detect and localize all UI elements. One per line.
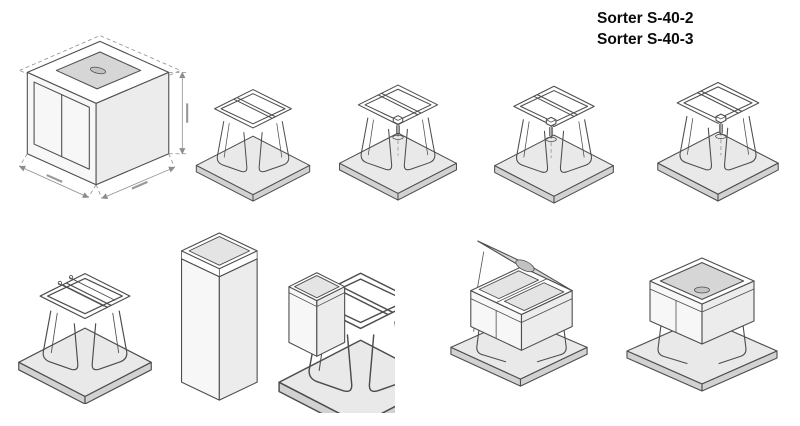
lid-open [477, 240, 573, 292]
figure-bin-installation [180, 232, 395, 413]
support-legs [476, 322, 567, 363]
figure-lid-open-assembly [450, 240, 588, 387]
product-title: Sorter S-40-2 Sorter S-40-3 [597, 8, 693, 50]
dimension-label-width [131, 180, 148, 190]
bin-fronts [33, 81, 90, 170]
figure-dimensioned-overview [18, 35, 189, 199]
product-model-2: Sorter S-40-3 [597, 31, 694, 48]
figure-frame-with-slides [10, 248, 160, 404]
figure-step-screw-c [648, 66, 788, 202]
figure-step-screw-a [332, 68, 464, 202]
support-legs [657, 324, 747, 365]
lid-closed [659, 262, 745, 300]
waste-bin-inner [288, 272, 346, 357]
figure-complete-unit [626, 257, 778, 392]
dimension-label-depth [46, 174, 63, 183]
waste-bin-tall [180, 232, 258, 401]
slide-rails [57, 275, 116, 307]
base-board [626, 317, 778, 392]
figure-step-frame-on-board [189, 74, 317, 202]
sorter-lid [55, 51, 142, 90]
figure-step-screw-b [486, 70, 622, 204]
dimension-lines [18, 71, 189, 199]
product-model-1: Sorter S-40-2 [597, 10, 694, 27]
